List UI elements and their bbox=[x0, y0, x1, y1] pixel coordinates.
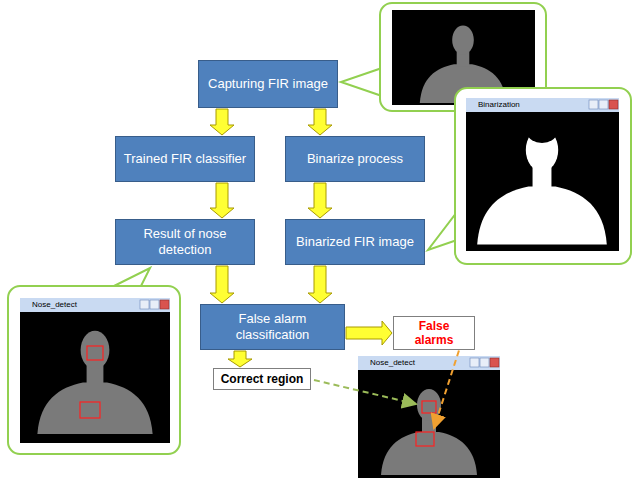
pointer-arrow bbox=[314, 380, 416, 404]
callout-frame bbox=[455, 88, 631, 264]
box-text: Trained FIR classifier bbox=[124, 151, 246, 167]
process-box: Trained FIR classifier bbox=[115, 136, 255, 182]
process-box: Capturing FIR image bbox=[198, 60, 338, 108]
box-text: False alarm classification bbox=[207, 311, 338, 343]
box-text: Binarized FIR image bbox=[296, 234, 414, 250]
box-text: Capturing FIR image bbox=[208, 76, 328, 92]
result-box: Correct region bbox=[213, 368, 311, 390]
window-titlebar bbox=[466, 98, 619, 112]
flow-arrow bbox=[210, 109, 234, 135]
window-title: Binarization bbox=[478, 99, 520, 111]
box-text: Binarize process bbox=[307, 151, 403, 167]
window-titlebar bbox=[358, 356, 500, 370]
flow-arrow bbox=[346, 321, 392, 345]
flow-arrow bbox=[228, 351, 252, 367]
window-title: Nose_detect bbox=[370, 357, 415, 369]
process-box: Result of nose detection bbox=[115, 219, 255, 265]
process-box: Binarize process bbox=[285, 136, 425, 182]
box-text: Result of nose detection bbox=[122, 226, 248, 258]
person-figure bbox=[381, 389, 477, 475]
process-box: Binarized FIR image bbox=[285, 219, 425, 265]
binary-image bbox=[466, 112, 619, 251]
flow-arrow bbox=[210, 266, 234, 303]
binary-silhouette bbox=[477, 128, 607, 244]
box-text: Correct region bbox=[221, 372, 304, 386]
callout-frame bbox=[8, 286, 180, 454]
flow-arrow bbox=[308, 266, 332, 303]
detect-image bbox=[20, 312, 170, 443]
detect-image bbox=[358, 370, 500, 478]
result-box: False alarms bbox=[393, 316, 475, 350]
window-titlebar bbox=[20, 298, 170, 312]
process-box: False alarm classification bbox=[200, 304, 345, 350]
callout-tail bbox=[428, 212, 457, 250]
box-text: False alarms bbox=[398, 319, 470, 347]
flow-arrow bbox=[308, 109, 332, 135]
window-title: Nose_detect bbox=[32, 299, 77, 311]
callout-tail bbox=[341, 68, 382, 96]
flow-arrow bbox=[308, 183, 332, 218]
flow-arrow bbox=[210, 183, 234, 218]
person-figure bbox=[37, 331, 152, 434]
pointer-arrow bbox=[434, 341, 462, 428]
